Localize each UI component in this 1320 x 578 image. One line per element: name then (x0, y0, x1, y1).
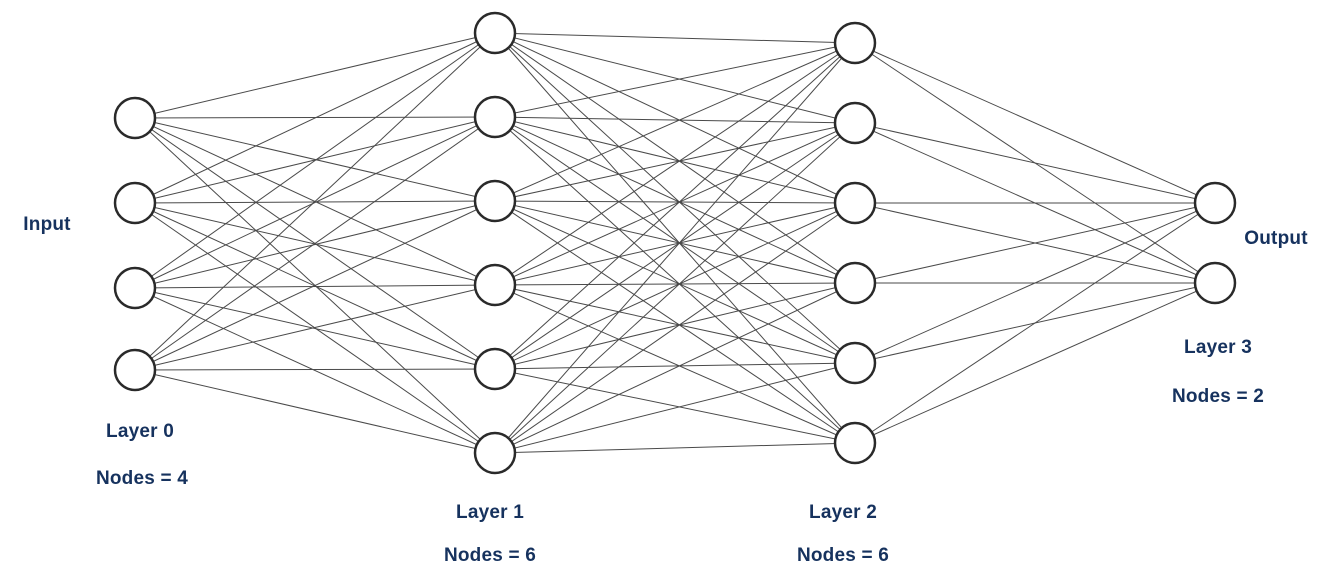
layer-0-node-2 (113, 266, 157, 310)
layer-3-node-1 (1193, 261, 1237, 305)
edge-l1n1-l2n2 (494, 116, 856, 204)
edge-l1n2-l2n2 (494, 200, 856, 204)
layer-3-nodes-label: Nodes = 2 (1171, 386, 1265, 407)
edge-l0n3-l1n3 (134, 284, 496, 371)
layer-0-node-3 (113, 348, 157, 392)
layer-3-node-0 (1193, 181, 1237, 225)
layer-0-node-0 (113, 96, 157, 140)
edge-l1n2-l2n5 (494, 200, 856, 444)
input-label: Input (23, 214, 71, 235)
edge-l1n0-l2n0 (494, 32, 856, 44)
edge-l2n3-l3n0 (854, 202, 1216, 284)
edge-l1n4-l2n4 (494, 362, 856, 370)
layer-2-node-1 (833, 101, 877, 145)
edge-l1n4-l2n3 (494, 282, 856, 370)
layer-1-node-2 (473, 179, 517, 223)
edge-l1n5-l2n1 (494, 122, 856, 454)
edge-l1n5-l2n4 (494, 362, 856, 454)
edge-l0n2-l1n1 (134, 116, 496, 289)
layer-1-node-0 (473, 11, 517, 55)
edge-l1n5-l2n5 (494, 442, 856, 454)
layer-2-nodes-label: Nodes = 6 (796, 545, 890, 566)
edge-l1n2-l2n4 (494, 200, 856, 364)
edge-l2n4-l3n0 (854, 202, 1216, 364)
edge-l1n1-l2n3 (494, 116, 856, 284)
edge-l1n5-l2n3 (494, 282, 856, 454)
layer-1-nodes-label: Nodes = 6 (443, 545, 537, 566)
edge-l1n0-l2n3 (494, 32, 856, 284)
edge-l1n4-l2n5 (494, 368, 856, 444)
edge-l0n1-l1n0 (134, 32, 496, 204)
edge-l1n1-l2n5 (494, 116, 856, 444)
edge-l0n2-l1n5 (134, 287, 496, 454)
edge-l0n3-l1n5 (134, 369, 496, 454)
edge-l1n3-l2n2 (494, 202, 856, 286)
output-label: Output (1244, 228, 1308, 249)
edge-l1n1-l2n0 (494, 42, 856, 118)
edge-l1n5-l2n2 (494, 202, 856, 454)
layer-0-nodes-label: Nodes = 4 (95, 468, 189, 489)
edge-l0n3-l1n2 (134, 200, 496, 371)
edge-l1n4-l2n2 (494, 202, 856, 370)
layer-3-name-label: Layer 3 (1184, 337, 1252, 358)
layer-1-node-1 (473, 95, 517, 139)
edge-l1n3-l2n1 (494, 122, 856, 286)
layer-0-name-label: Layer 0 (106, 421, 174, 442)
edge-l2n5-l3n0 (854, 202, 1216, 444)
edge-l1n0-l2n2 (494, 32, 856, 204)
layer-2-node-2 (833, 181, 877, 225)
edge-l0n2-l1n4 (134, 287, 496, 370)
edge-l1n1-l2n1 (494, 116, 856, 124)
layer-2-name-label: Layer 2 (809, 502, 877, 523)
edge-l1n4-l2n0 (494, 42, 856, 370)
edge-l2n5-l3n1 (854, 282, 1216, 444)
edge-l1n3-l2n4 (494, 284, 856, 364)
edge-l0n0-l1n0 (134, 32, 496, 119)
layer-1-node-3 (473, 263, 517, 307)
edge-l1n2-l2n0 (494, 42, 856, 202)
edge-l0n3-l1n0 (134, 32, 496, 371)
edge-l1n0-l2n5 (494, 32, 856, 444)
edge-l1n5-l2n0 (494, 42, 856, 454)
layer-2-node-3 (833, 261, 877, 305)
edge-l0n2-l1n2 (134, 200, 496, 289)
edge-l1n3-l2n3 (494, 282, 856, 286)
edge-l2n1-l3n0 (854, 122, 1216, 204)
edge-l1n4-l2n1 (494, 122, 856, 370)
edge-l0n3-l1n4 (134, 368, 496, 371)
layer-1-node-4 (473, 347, 517, 391)
edge-l1n3-l2n5 (494, 284, 856, 444)
layer-2-node-5 (833, 421, 877, 465)
edge-l2n0-l3n0 (854, 42, 1216, 204)
layer-1-name-label: Layer 1 (456, 502, 524, 523)
layer-2-node-4 (833, 341, 877, 385)
edge-l0n3-l1n1 (134, 116, 496, 371)
layer-0-node-1 (113, 181, 157, 225)
edge-l1n0-l2n4 (494, 32, 856, 364)
edge-l0n2-l1n0 (134, 32, 496, 289)
layer-2-node-0 (833, 21, 877, 65)
edge-l1n0-l2n1 (494, 32, 856, 124)
edge-l1n1-l2n4 (494, 116, 856, 364)
edge-l1n2-l2n3 (494, 200, 856, 284)
edge-l1n3-l2n0 (494, 42, 856, 286)
edge-l1n2-l2n1 (494, 122, 856, 202)
edge-l0n2-l1n3 (134, 284, 496, 289)
layer-1-node-5 (473, 431, 517, 475)
